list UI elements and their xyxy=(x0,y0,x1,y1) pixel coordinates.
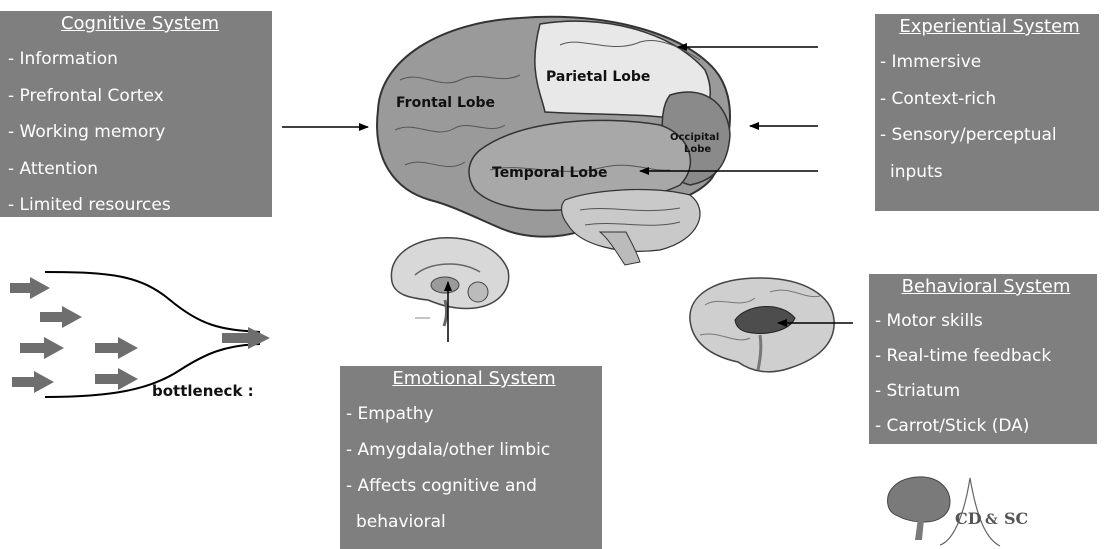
list-item: - Prefrontal Cortex xyxy=(8,78,272,115)
cdasc-logo: CD & SC xyxy=(888,477,1029,546)
logo-text-amp: & xyxy=(985,512,998,528)
emotional-system-title: Emotional System xyxy=(346,366,602,392)
bottleneck-funnel-top xyxy=(45,272,260,332)
brain-striatum-illustration xyxy=(690,278,834,372)
logo-text-sc: SC xyxy=(1004,509,1028,528)
logo-text-cd: CD xyxy=(955,509,982,528)
bottleneck-arrow xyxy=(40,306,82,328)
behavioral-system-list: - Motor skills - Real-time feedback - St… xyxy=(875,304,1097,444)
experiential-system-box: Experiential System - Immersive - Contex… xyxy=(875,14,1099,211)
list-item: behavioral xyxy=(346,504,602,540)
list-item: - Sensory/perceptual xyxy=(880,117,1099,154)
logo-brain xyxy=(888,477,950,522)
brain-sagittal-illustration xyxy=(391,238,508,326)
brain-lateral-illustration: Frontal Lobe Parietal Lobe Occipital Lob… xyxy=(377,17,730,265)
temporal-lobe-label: Temporal Lobe xyxy=(492,165,608,181)
list-item: - Amygdala/other limbic xyxy=(346,432,602,468)
list-item: - Empathy xyxy=(346,396,602,432)
bottleneck-arrows xyxy=(10,277,270,393)
list-item: - Limited resources xyxy=(8,187,272,224)
emotional-system-box: Emotional System - Empathy - Amygdala/ot… xyxy=(340,366,602,549)
list-item: - Working memory xyxy=(8,114,272,151)
bottleneck-arrow xyxy=(10,277,50,299)
cognitive-system-box: Cognitive System - Information - Prefron… xyxy=(0,11,272,217)
cognitive-system-title: Cognitive System xyxy=(8,11,272,37)
frontal-lobe-label: Frontal Lobe xyxy=(396,95,495,111)
list-item: - Carrot/Stick (DA) xyxy=(875,409,1097,444)
list-item: - Motor skills xyxy=(875,304,1097,339)
bottleneck-arrow xyxy=(12,371,54,393)
list-item: - Striatum xyxy=(875,374,1097,409)
list-item: - Affects cognitive and xyxy=(346,468,602,504)
behavioral-system-title: Behavioral System xyxy=(875,274,1097,300)
bottleneck-arrow xyxy=(95,368,138,390)
cognitive-system-list: - Information - Prefrontal Cortex - Work… xyxy=(8,41,272,224)
experiential-system-title: Experiential System xyxy=(880,14,1099,40)
list-item: - Immersive xyxy=(880,44,1099,81)
emotional-system-list: - Empathy - Amygdala/other limbic - Affe… xyxy=(346,396,602,540)
list-item: - Context-rich xyxy=(880,81,1099,118)
occipital-lobe-label-line1: Occipital xyxy=(670,132,719,143)
list-item: inputs xyxy=(880,154,1099,191)
parietal-lobe-label: Parietal Lobe xyxy=(546,69,650,85)
list-item: - Information xyxy=(8,41,272,78)
behavioral-system-box: Behavioral System - Motor skills - Real-… xyxy=(869,274,1097,444)
bottleneck-illustration: bottleneck : xyxy=(10,272,270,400)
list-item: - Real-time feedback xyxy=(875,339,1097,374)
bottleneck-arrow xyxy=(95,337,138,359)
experiential-system-list: - Immersive - Context-rich - Sensory/per… xyxy=(880,44,1099,190)
occipital-lobe-label-line2: Lobe xyxy=(684,144,711,155)
bottleneck-label: bottleneck : xyxy=(152,382,254,400)
list-item: - Attention xyxy=(8,151,272,188)
bottleneck-arrow xyxy=(20,337,64,359)
